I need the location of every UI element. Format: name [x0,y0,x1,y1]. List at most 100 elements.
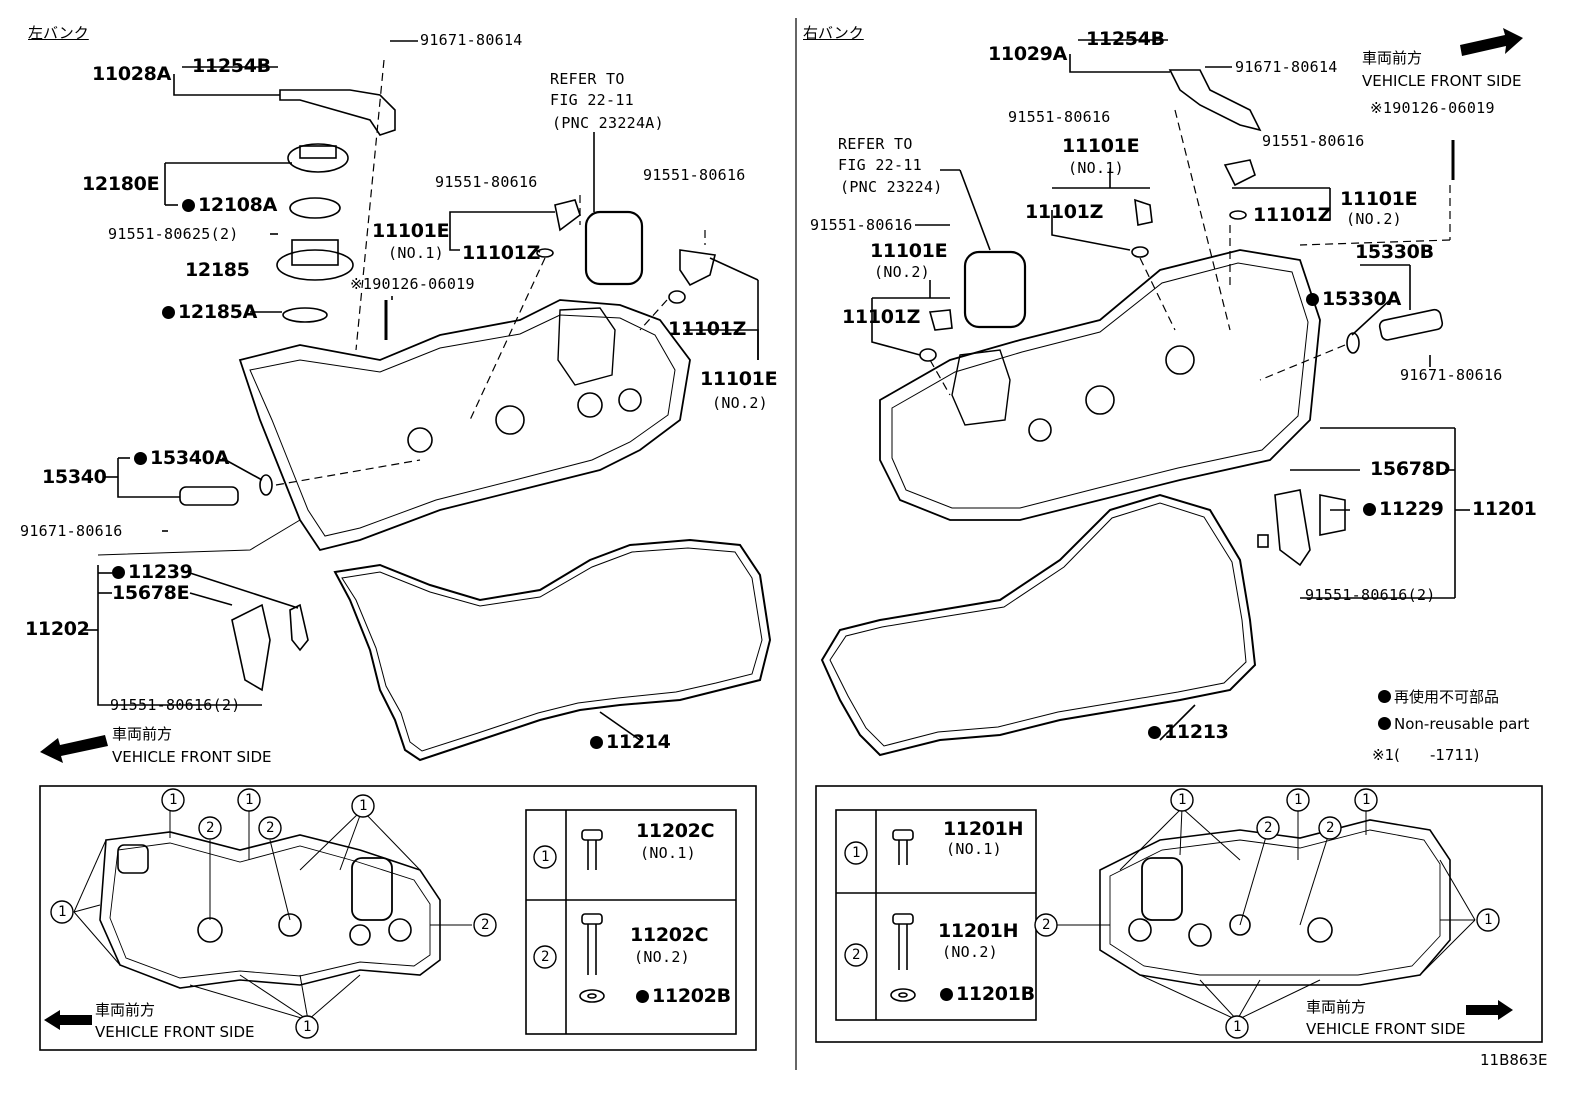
part-11101E-no1[interactable]: 11101E [372,220,450,242]
part-15678D[interactable]: 15678D [1370,458,1451,480]
part-11229[interactable]: 11229 [1363,500,1444,519]
part-91671-80614[interactable]: 91671-80614 [420,31,523,49]
callout-1: 1 [852,845,861,861]
refer-line2: FIG 22-11 [838,156,922,174]
part-11028A[interactable]: 11028A [92,63,172,85]
part-11101E-no2[interactable]: 11101E [700,368,778,390]
callout-1: 1 [1484,912,1493,928]
callout-1: 1 [1178,792,1187,808]
stud-190126-06019[interactable]: ※190126-06019 [350,275,475,293]
right-bank-label: 右バンク [803,24,864,42]
part-91671-80616[interactable]: 91671-80616 [1400,366,1503,384]
part-12185[interactable]: 12185 [185,259,250,281]
callout-1: 1 [1294,792,1303,808]
stud-190126-06019[interactable]: ※190126-06019 [1370,99,1495,117]
front-label-jp: 車両前方 [112,725,173,743]
part-11029A[interactable]: 11029A [988,43,1068,65]
part-91551-80616[interactable]: 91551-80616 [643,166,746,184]
callout-2: 2 [852,947,861,963]
callout-1: 1 [541,849,550,865]
part-11202C-no1[interactable]: 11202C [636,820,715,842]
refer-line2: FIG 22-11 [550,91,634,109]
callout-2: 2 [481,917,490,933]
part-91551-80616[interactable]: 91551-80616 [810,216,913,234]
part-11101Z[interactable]: 11101Z [842,306,921,328]
part-11101Z[interactable]: 11101Z [668,318,747,340]
part-11202[interactable]: 11202 [25,618,90,640]
refer-line1: REFER TO [550,70,625,88]
callout-2: 2 [206,820,215,836]
callout-1: 1 [169,792,178,808]
part-11254B[interactable]: 11254B [1086,28,1165,50]
front-label-jp: 車両前方 [1362,49,1423,67]
label-no2: (NO.2) [1346,210,1402,228]
refer-line3[interactable]: (PNC 23224) [840,178,943,196]
part-11101E-no1[interactable]: 11101E [1062,135,1140,157]
part-11202B[interactable]: 11202B [636,987,731,1006]
part-91671-80616[interactable]: 91671-80616 [20,522,123,540]
part-11101Z[interactable]: 11101Z [1025,201,1104,223]
part-15330A[interactable]: 15330A [1306,290,1401,309]
part-91551-80616[interactable]: 91551-80616 [1008,108,1111,126]
key-note: ※1( -1711) [1372,746,1480,764]
part-15340[interactable]: 15340 [42,466,107,488]
part-15330B[interactable]: 15330B [1355,241,1434,263]
callout-1: 1 [245,792,254,808]
front-label-jp: 車両前方 [1306,998,1367,1016]
part-11101E-no2[interactable]: 11101E [870,240,948,262]
front-label-en: VEHICLE FRONT SIDE [112,748,272,766]
part-11201H-no1[interactable]: 11201H [943,818,1024,840]
part-11239[interactable]: 11239 [112,563,193,582]
part-11214[interactable]: 11214 [590,733,671,752]
label-no1: (NO.1) [946,840,1002,858]
label-no1: (NO.1) [388,244,444,262]
part-11213[interactable]: 11213 [1148,723,1229,742]
part-11254B[interactable]: 11254B [192,55,271,77]
part-11201B[interactable]: 11201B [940,985,1035,1004]
part-11101Z[interactable]: 11101Z [462,242,541,264]
part-15678E[interactable]: 15678E [112,582,190,604]
part-11101Z[interactable]: 11101Z [1253,204,1332,226]
part-91551-80616-2[interactable]: 91551-80616(2) [110,696,241,714]
part-11201[interactable]: 11201 [1472,498,1537,520]
part-12185A[interactable]: 12185A [162,303,257,322]
callout-circles [50,788,1500,1039]
key-nonreusable-en: Non-reusable part [1378,717,1529,732]
label-no2: (NO.2) [942,943,998,961]
part-91671-80614[interactable]: 91671-80614 [1235,58,1338,76]
front-arrows [40,28,1523,1030]
part-91551-80616-2[interactable]: 91551-80616(2) [1305,586,1436,604]
part-12180E[interactable]: 12180E [82,173,160,195]
callout-1: 1 [359,798,368,814]
callout-1: 1 [1233,1019,1242,1035]
part-91551-80616[interactable]: 91551-80616 [435,173,538,191]
refer-line3[interactable]: (PNC 23224A) [552,114,664,132]
part-91551-80616[interactable]: 91551-80616 [1262,132,1365,150]
refer-line1: REFER TO [838,135,913,153]
callout-2: 2 [1264,820,1273,836]
front-label-jp: 車両前方 [95,1001,156,1019]
callout-1: 1 [303,1019,312,1035]
label-no2: (NO.2) [874,263,930,281]
part-15340A[interactable]: 15340A [134,449,229,468]
callout-2: 2 [266,820,275,836]
part-91551-80625[interactable]: 91551-80625(2) [108,225,239,243]
label-no2: (NO.2) [634,948,690,966]
left-bank-label: 左バンク [28,24,89,42]
front-label-en: VEHICLE FRONT SIDE [1362,72,1522,90]
callout-2: 2 [541,949,550,965]
callout-2: 2 [1042,917,1051,933]
label-no2: (NO.2) [712,394,768,412]
label-no1: (NO.1) [640,844,696,862]
front-label-en: VEHICLE FRONT SIDE [1306,1020,1466,1038]
part-11201H-no2[interactable]: 11201H [938,920,1019,942]
part-12108A[interactable]: 12108A [182,196,277,215]
front-label-en: VEHICLE FRONT SIDE [95,1023,255,1041]
callout-2: 2 [1326,820,1335,836]
callout-1: 1 [1362,792,1371,808]
part-11101E-no2[interactable]: 11101E [1340,188,1418,210]
diagram-id: 11B863E [1480,1051,1548,1069]
part-11202C-no2[interactable]: 11202C [630,924,709,946]
